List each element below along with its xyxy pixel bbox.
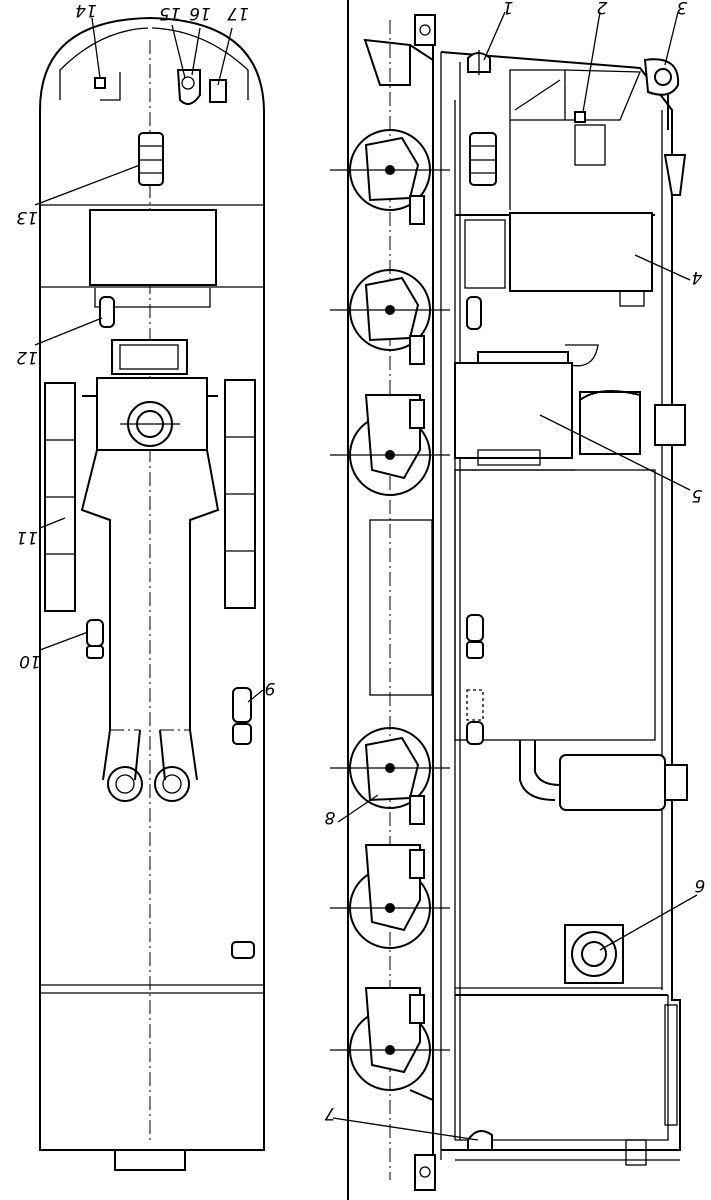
callout-10: 10: [19, 651, 41, 671]
wheel-2: [330, 269, 450, 365]
part-15-plan: [176, 69, 201, 105]
callout-15: 15: [159, 3, 181, 23]
plan-body-outline: [39, 16, 265, 1151]
wheel-5: [330, 844, 450, 949]
callout-9: 9: [265, 678, 276, 698]
callout-16: 16: [189, 3, 211, 23]
gearbox-assembly-plan: [80, 339, 220, 802]
part-14-plan: [94, 77, 106, 89]
cab-window: [574, 124, 606, 166]
exhaust-silencer: [519, 740, 688, 811]
part-12-plan: [99, 296, 115, 328]
callout-12: 12: [16, 347, 38, 367]
fitting-side-b: [466, 614, 484, 659]
part-3: [643, 58, 687, 196]
fuel-tank-panel: [454, 469, 656, 741]
callout-1: 1: [503, 0, 514, 17]
part-6-hatch: [564, 924, 624, 984]
callout-17: 17: [227, 3, 249, 23]
body-side-outline: [440, 51, 681, 1151]
part-4-radiator: [509, 212, 653, 292]
callout-8: 8: [324, 807, 335, 827]
callout-6: 6: [694, 875, 705, 895]
callout-5: 5: [692, 485, 703, 505]
part-7: [467, 1130, 493, 1151]
part-5-engine: [454, 344, 686, 466]
side-frame-left: [44, 382, 76, 612]
leader-lines: [34, 11, 698, 1141]
small-fitting-plan: [231, 941, 255, 959]
coupler-bottom: [414, 1154, 436, 1191]
callout-labels: 14 15 16 17 13 12 11 10 9 1 2 3 4 5 6 7 …: [16, 0, 705, 1123]
callout-13: 13: [16, 207, 38, 227]
part-10-plan: [86, 619, 104, 659]
wheel-1: [330, 129, 450, 225]
plan-view: [39, 16, 265, 1171]
engine-block-plan: [89, 209, 217, 286]
wheel-6: [330, 987, 450, 1091]
part-13-plan: [138, 132, 164, 186]
callout-4: 4: [692, 267, 703, 287]
side-view: [330, 0, 688, 1200]
fitting-side-c: [466, 689, 484, 745]
side-door-panel: [369, 519, 433, 696]
side-frame-right: [224, 379, 256, 609]
callout-14: 14: [75, 0, 97, 20]
coupler-top: [414, 14, 436, 46]
part-9-plan: [232, 687, 252, 745]
coupler-stack-side: [469, 132, 497, 186]
fitting-side-a: [466, 296, 482, 330]
callout-7: 7: [324, 1103, 335, 1123]
wheel-3: [330, 394, 450, 496]
wheel-4: [330, 727, 450, 825]
callout-11: 11: [16, 527, 38, 547]
callout-3: 3: [677, 0, 688, 17]
part-17-plan: [209, 79, 227, 103]
part-2: [574, 111, 586, 123]
callout-2: 2: [597, 0, 608, 17]
